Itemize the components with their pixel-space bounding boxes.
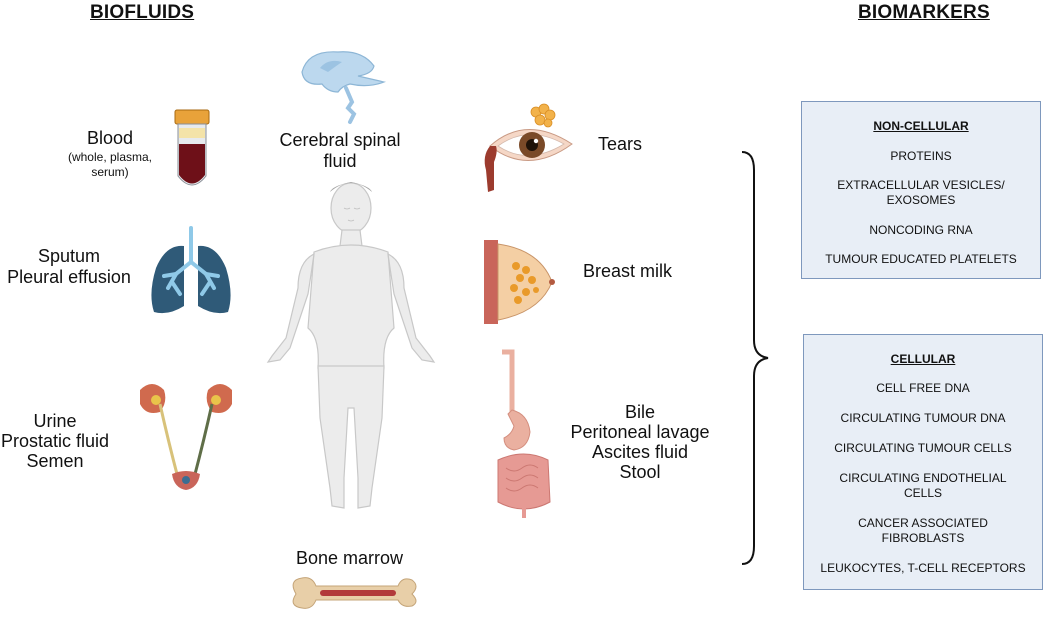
cellular-item: CELL FREE DNA: [876, 381, 970, 395]
breast-milk-label: Breast milk: [583, 261, 673, 281]
cellular-item: CIRCULATING ENDOTHELIAL: [839, 471, 1007, 485]
eye-tear-gland-icon: [484, 103, 573, 192]
cellular-item: CIRCULATING TUMOUR DNA: [840, 411, 1006, 425]
human-body-icon: [266, 182, 436, 509]
bone-marrow-icon: [292, 577, 417, 609]
blood-label: Blood: [86, 128, 134, 148]
non-cellular-item: PROTEINS: [890, 149, 952, 163]
cellular-item: CIRCULATING TUMOUR CELLS: [834, 441, 1012, 455]
biomarkers-header: BIOMARKERS: [858, 2, 990, 23]
urine-label-2: Prostatic fluid: [0, 431, 110, 451]
gi-label-1: Bile: [624, 402, 655, 422]
non-cellular-item: EXTRACELLULAR VESICLES/: [837, 178, 1005, 192]
brain-ventricles-icon: [301, 51, 387, 124]
cellular-item: CELLS: [903, 486, 943, 500]
urine-label-1: Urine: [33, 411, 77, 431]
cellular-item: LEUKOCYTES, T-CELL RECEPTORS: [820, 561, 1026, 575]
urine-label-3: Semen: [26, 451, 84, 471]
non-cellular-title: NON-CELLULAR: [873, 119, 969, 133]
cellular-item: FIBROBLASTS: [881, 531, 965, 545]
cellular-item: CANCER ASSOCIATED: [858, 516, 988, 530]
csf-label-1: Cerebral spinal: [279, 130, 401, 150]
urinary-tract-icon: [140, 384, 232, 490]
non-cellular-box: NON-CELLULAR PROTEINS EXTRACELLULAR VESI…: [801, 101, 1041, 279]
brace-icon: [741, 151, 769, 565]
gi-label-3: Ascites fluid: [591, 442, 689, 462]
bone-marrow-label: Bone marrow: [296, 548, 404, 568]
cellular-box: CELLULAR CELL FREE DNA CIRCULATING TUMOU…: [803, 334, 1043, 590]
sputum-label-1: Sputum: [37, 246, 101, 266]
sputum-label-2: Pleural effusion: [7, 267, 131, 287]
non-cellular-item: NONCODING RNA: [869, 223, 973, 237]
gi-label-4: Stool: [619, 462, 661, 482]
csf-label-2: fluid: [323, 151, 357, 171]
digestive-tract-icon: [497, 349, 551, 518]
blood-sublabel-2: serum): [91, 165, 129, 179]
lungs-icon: [151, 226, 231, 314]
cellular-title: CELLULAR: [890, 352, 956, 366]
tears-label: Tears: [598, 134, 643, 154]
non-cellular-item: TUMOUR EDUCATED PLATELETS: [825, 252, 1017, 266]
biofluids-header: BIOFLUIDS: [90, 2, 195, 23]
blood-sublabel-1: (whole, plasma,: [67, 150, 153, 164]
breast-icon: [484, 240, 555, 324]
blood-tube-icon: [174, 109, 210, 186]
gi-label-2: Peritoneal lavage: [570, 422, 710, 442]
non-cellular-item: EXOSOMES: [886, 193, 956, 207]
